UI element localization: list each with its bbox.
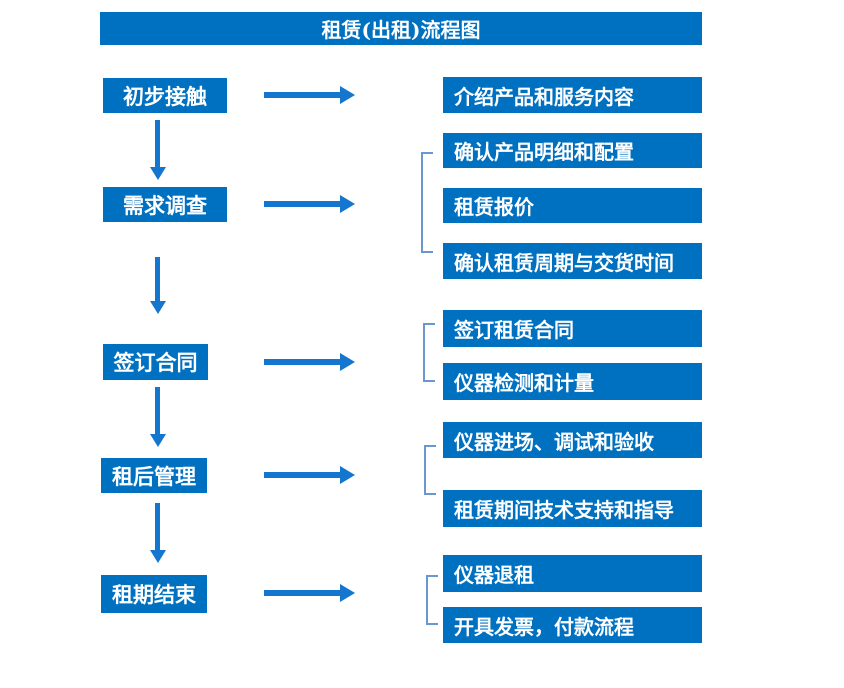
detail-box-invoice-payment: 开具发票，付款流程 (443, 607, 702, 643)
step-box-rental-end: 租期结束 (101, 575, 207, 613)
detail-box-tech-support: 租赁期间技术支持和指导 (443, 490, 702, 527)
down-arrow-icon-1 (155, 120, 160, 167)
bracket-post-rental-group (424, 445, 436, 495)
step-label: 需求调查 (123, 192, 207, 218)
flowchart-title: 租赁(出租)流程图 (321, 18, 481, 42)
detail-label: 仪器检测和计量 (454, 371, 594, 395)
step-box-initial-contact: 初步接触 (103, 78, 227, 113)
detail-label: 确认租赁周期与交货时间 (454, 250, 674, 275)
flowchart-title-banner: 租赁(出租)流程图 (100, 12, 702, 45)
down-arrow-icon-3 (155, 387, 160, 434)
detail-box-rental-quote: 租赁报价 (443, 188, 702, 223)
detail-label: 租赁报价 (454, 195, 534, 219)
down-arrow-icon-4 (155, 503, 160, 550)
right-arrow-icon-4 (264, 472, 340, 478)
detail-box-instrument-return: 仪器退租 (443, 555, 702, 592)
detail-label: 确认产品明细和配置 (454, 140, 634, 164)
detail-label: 仪器进场、调试和验收 (454, 429, 654, 454)
step-label: 租后管理 (112, 463, 196, 489)
detail-label: 租赁期间技术支持和指导 (454, 498, 674, 522)
right-arrow-icon-2 (264, 201, 340, 207)
step-box-demand-survey: 需求调查 (103, 187, 227, 222)
detail-box-instrument-testing: 仪器检测和计量 (443, 363, 702, 400)
step-box-sign-contract: 签订合同 (103, 344, 208, 380)
detail-box-confirm-product-details: 确认产品明细和配置 (443, 133, 702, 168)
detail-label: 介绍产品和服务内容 (454, 84, 634, 109)
detail-box-sign-rental-contract: 签订租赁合同 (443, 310, 702, 347)
right-arrow-icon-5 (264, 590, 340, 596)
step-label: 初步接触 (123, 83, 207, 109)
step-label: 租期结束 (112, 582, 196, 607)
detail-label: 签订租赁合同 (454, 318, 574, 342)
detail-label: 开具发票，付款流程 (454, 614, 634, 639)
bracket-sign-contract-group (423, 323, 435, 382)
bracket-demand-survey-group (421, 152, 433, 253)
detail-box-instrument-entry-acceptance: 仪器进场、调试和验收 (443, 422, 702, 458)
down-arrow-icon-2 (155, 257, 160, 301)
right-arrow-icon-1 (264, 92, 340, 98)
step-box-post-rental-management: 租后管理 (101, 458, 207, 493)
detail-label: 仪器退租 (454, 563, 534, 587)
detail-box-confirm-rental-period: 确认租赁周期与交货时间 (443, 243, 702, 279)
bracket-rental-end-group (426, 575, 438, 625)
step-label: 签订合同 (113, 350, 198, 375)
detail-box-introduce-products: 介绍产品和服务内容 (443, 77, 702, 113)
right-arrow-icon-3 (264, 359, 340, 365)
